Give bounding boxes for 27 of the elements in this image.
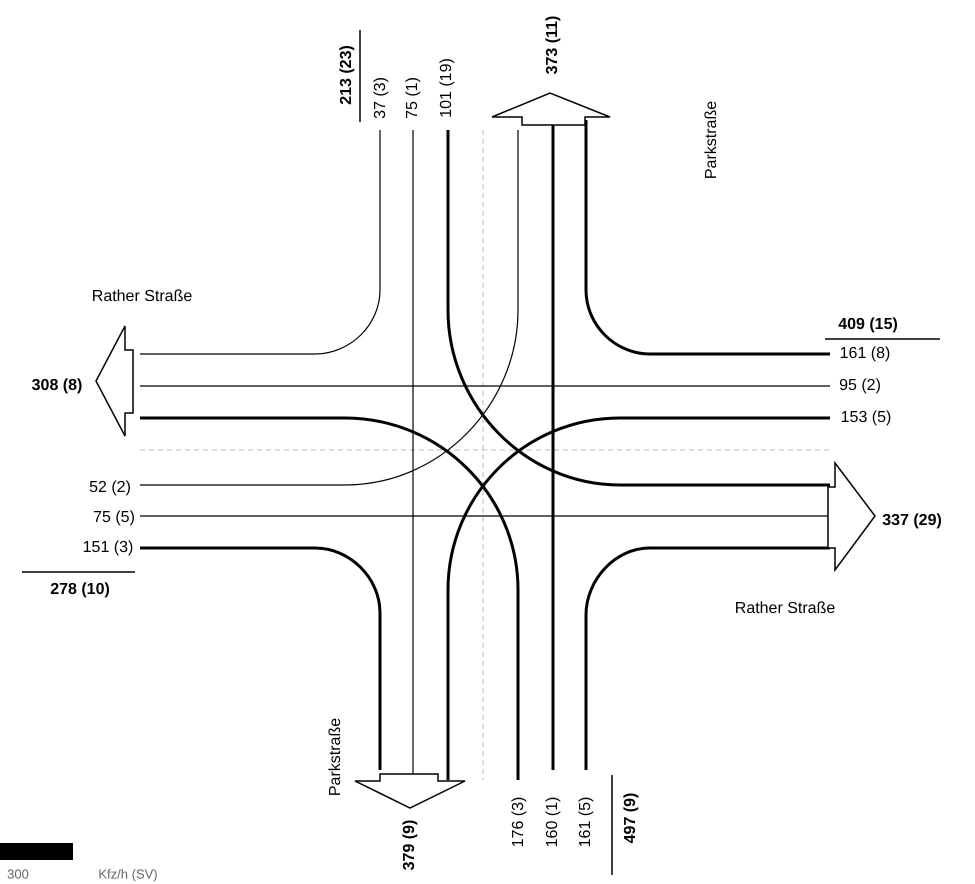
volume-label: 75 (5) [93,510,135,526]
total-volume-label: 337 (29) [882,513,942,529]
total-volume-label: 278 (10) [50,582,110,598]
volume-label: 161 (8) [840,346,890,362]
total-volume-label: 213 (23) [339,45,355,105]
total-volume-label: 373 (11) [545,16,561,74]
volume-label: 95 (2) [839,378,881,394]
volume-label: 101 (19) [439,58,455,118]
street-name-label: Rather Straße [734,601,836,617]
scale-value: 300 [7,868,29,880]
total-volume-label: 379 (9) [402,820,418,870]
volume-label: 161 (5) [578,796,594,848]
scale-label: Kfz/h (SV) [98,868,158,880]
volume-label: 176 (3) [511,796,527,848]
street-name-label: Rather Straße [92,289,192,305]
total-volume-label: 308 (8) [32,378,82,394]
total-volume-label: 497 (9) [623,792,639,844]
street-name-label: Parkstraße [328,718,344,796]
volume-label: 151 (3) [82,540,134,556]
volume-label: 37 (3) [373,77,389,119]
volume-label: 160 (1) [545,796,561,848]
volume-label: 153 (5) [840,410,892,426]
volume-label: 75 (1) [405,77,421,119]
street-name-label: Parkstraße [704,100,720,180]
volume-label: 52 (2) [89,480,131,496]
scale-bar [0,843,73,860]
total-volume-label: 409 (15) [838,317,898,333]
